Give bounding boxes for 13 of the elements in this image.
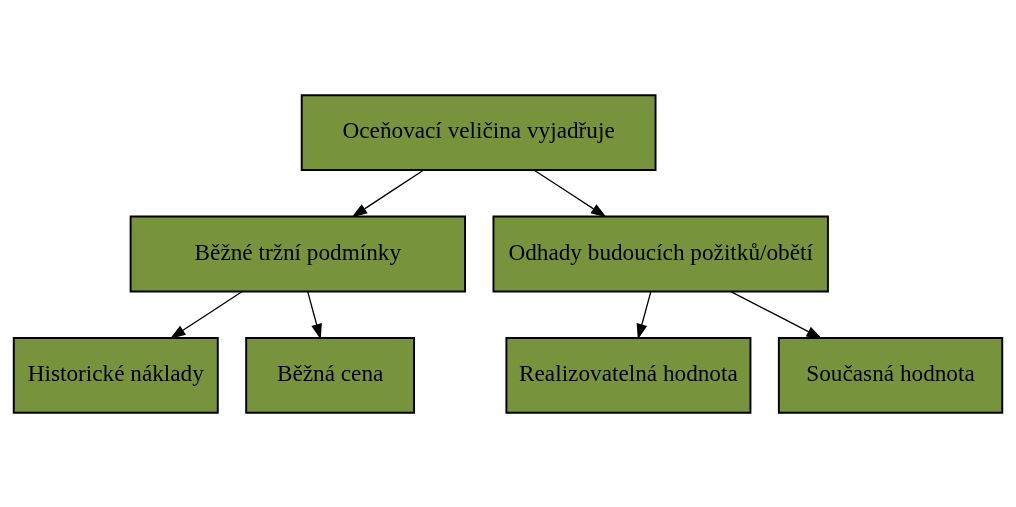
arrow bbox=[533, 169, 607, 217]
node-box: Realizovatelná hodnota bbox=[505, 336, 752, 414]
arrow bbox=[636, 290, 652, 339]
node-box: Současná hodnota bbox=[777, 336, 1004, 414]
arrow bbox=[351, 169, 425, 217]
node-box: Oceňovací veličina vyjadřuje bbox=[300, 93, 657, 171]
arrow bbox=[307, 290, 322, 339]
node-box: Běžná cena bbox=[245, 336, 416, 414]
arrow bbox=[730, 290, 823, 339]
arrow bbox=[170, 290, 243, 339]
node-box: Historické náklady bbox=[12, 336, 219, 414]
node-box: Běžné tržní podmínky bbox=[129, 215, 467, 292]
node-box: Odhady budoucích požitků/obětí bbox=[492, 215, 829, 292]
